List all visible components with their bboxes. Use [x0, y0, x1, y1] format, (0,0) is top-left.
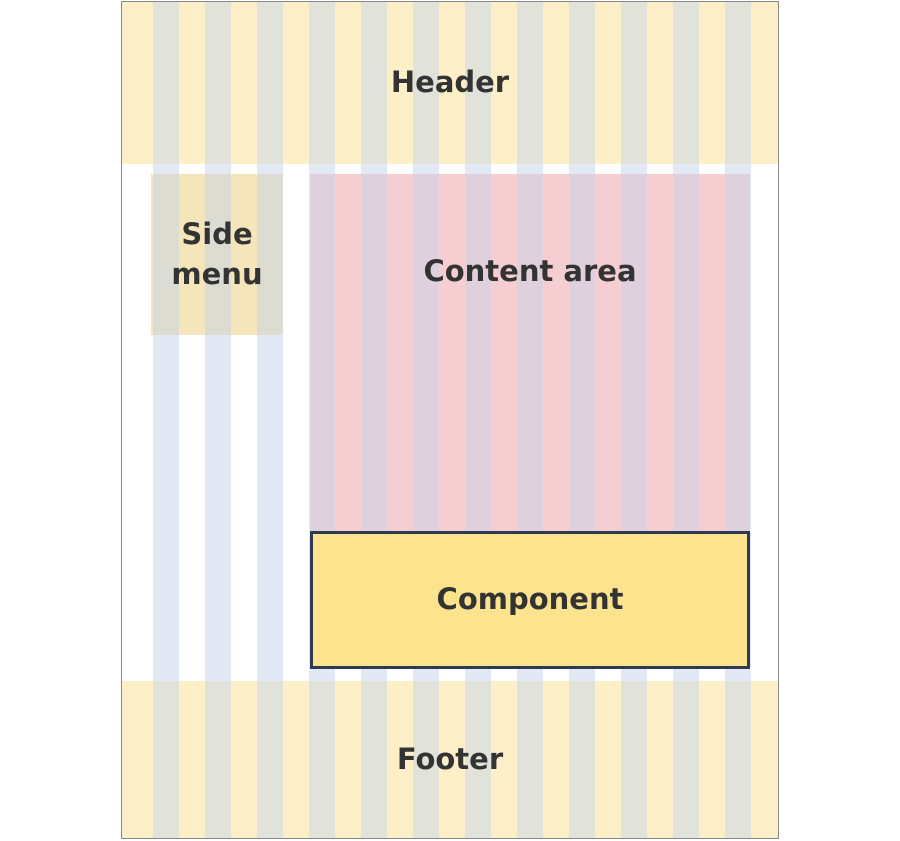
side-menu-label-line1: Side [181, 217, 253, 252]
layout-frame: Header Side menu Content area Footer Com… [121, 1, 779, 839]
header-label: Header [390, 65, 510, 100]
header-region: Header [122, 2, 778, 164]
footer-label: Footer [396, 741, 504, 776]
content-area-label: Content area [423, 254, 637, 288]
side-menu-label-line2: menu [171, 256, 263, 291]
content-area-region: Content area [310, 174, 750, 532]
component-label: Component [436, 582, 624, 617]
side-menu-label: Side menu [171, 215, 262, 293]
side-menu-region: Side menu [151, 174, 283, 335]
footer-region: Footer [122, 681, 778, 838]
component-region: Component [310, 531, 750, 669]
